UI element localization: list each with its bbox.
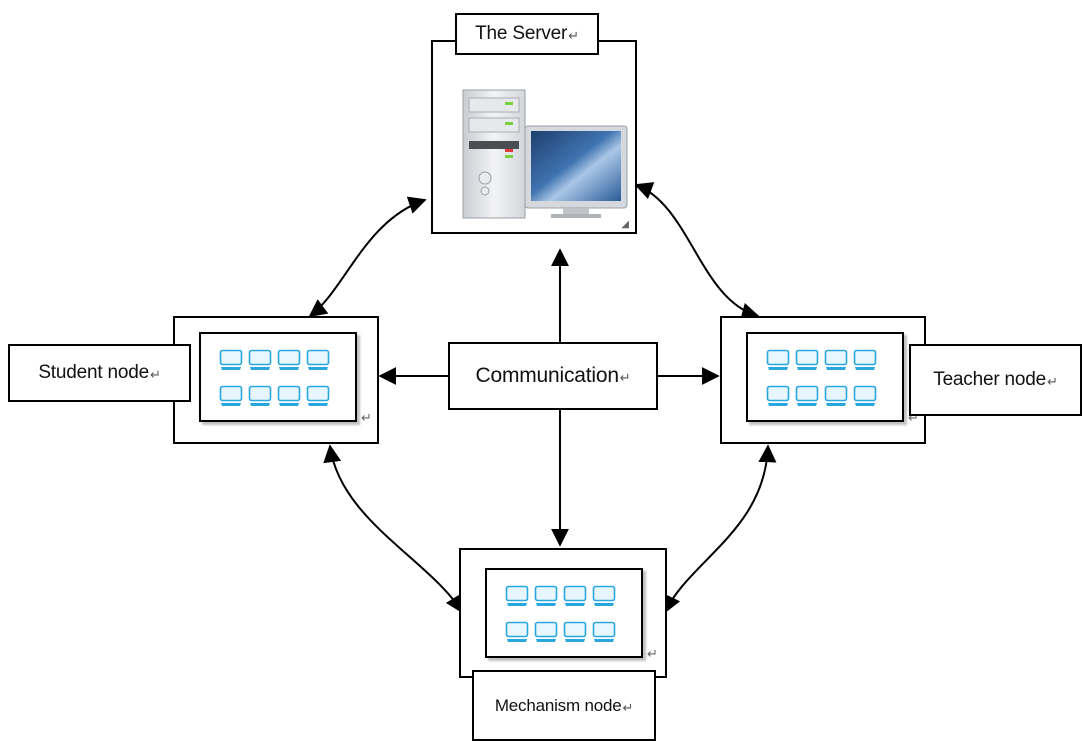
student-monitor-grid bbox=[219, 349, 330, 407]
student-monitor-panel bbox=[199, 332, 357, 422]
teacher-label: Teacher node↵ bbox=[909, 344, 1082, 416]
paragraph-mark: ↵ bbox=[149, 367, 161, 382]
monitor-icon bbox=[534, 585, 558, 606]
mechanism-label-text: Mechanism node bbox=[494, 695, 622, 715]
monitor-icon bbox=[853, 385, 877, 406]
communication-box: Communication↵ bbox=[448, 342, 658, 410]
monitor-icon bbox=[563, 585, 587, 606]
monitor-icon bbox=[534, 621, 558, 642]
monitor-icon bbox=[219, 385, 243, 406]
paragraph-mark: ↵ bbox=[619, 370, 631, 385]
communication-label-text: Communication bbox=[475, 364, 619, 387]
monitor-icon bbox=[795, 349, 819, 370]
server-node: ◢ bbox=[431, 40, 637, 234]
monitor-icon bbox=[766, 349, 790, 370]
teacher-monitor-grid bbox=[766, 349, 877, 407]
monitor-icon bbox=[563, 621, 587, 642]
student-label: Student node↵ bbox=[8, 344, 191, 402]
monitor-icon bbox=[766, 385, 790, 406]
monitor-icon bbox=[853, 349, 877, 370]
teacher-monitor-panel bbox=[746, 332, 904, 422]
paragraph-mark: ↵ bbox=[647, 646, 658, 661]
monitor-icon bbox=[592, 621, 616, 642]
paragraph-mark: ↵ bbox=[361, 410, 372, 425]
link-student-mechanism bbox=[323, 444, 463, 614]
link-teacher-mechanism bbox=[663, 444, 777, 614]
mechanism-label: Mechanism node↵ bbox=[472, 670, 656, 741]
server-label-text: The Server bbox=[475, 23, 568, 44]
resize-mark: ◢ bbox=[621, 219, 629, 230]
mechanism-monitor-grid bbox=[505, 585, 616, 643]
student-node: ↵ bbox=[173, 316, 379, 444]
monitor-icon bbox=[795, 385, 819, 406]
monitor-icon bbox=[505, 621, 529, 642]
monitor-icon bbox=[824, 385, 848, 406]
monitor-icon bbox=[277, 349, 301, 370]
paragraph-mark: ↵ bbox=[622, 699, 634, 715]
mechanism-node: ↵ bbox=[459, 548, 667, 678]
monitor-icon bbox=[306, 349, 330, 370]
link-server-student bbox=[308, 196, 427, 318]
monitor-icon bbox=[248, 385, 272, 406]
monitor-icon bbox=[248, 349, 272, 370]
student-label-text: Student node bbox=[38, 362, 149, 383]
teacher-label-text: Teacher node bbox=[933, 369, 1047, 390]
server-label: The Server↵ bbox=[455, 13, 599, 55]
computer-icon bbox=[462, 89, 628, 219]
monitor-icon bbox=[505, 585, 529, 606]
paragraph-mark: ↵ bbox=[1047, 374, 1058, 389]
link-server-teacher bbox=[634, 182, 760, 321]
monitor-icon bbox=[592, 585, 616, 606]
paragraph-mark: ↵ bbox=[908, 410, 919, 425]
mechanism-monitor-panel bbox=[485, 568, 643, 658]
monitor-icon bbox=[306, 385, 330, 406]
monitor-icon bbox=[219, 349, 243, 370]
monitor-icon bbox=[277, 385, 301, 406]
monitor-icon bbox=[824, 349, 848, 370]
paragraph-mark: ↵ bbox=[568, 28, 579, 43]
teacher-node: ↵ bbox=[720, 316, 926, 444]
